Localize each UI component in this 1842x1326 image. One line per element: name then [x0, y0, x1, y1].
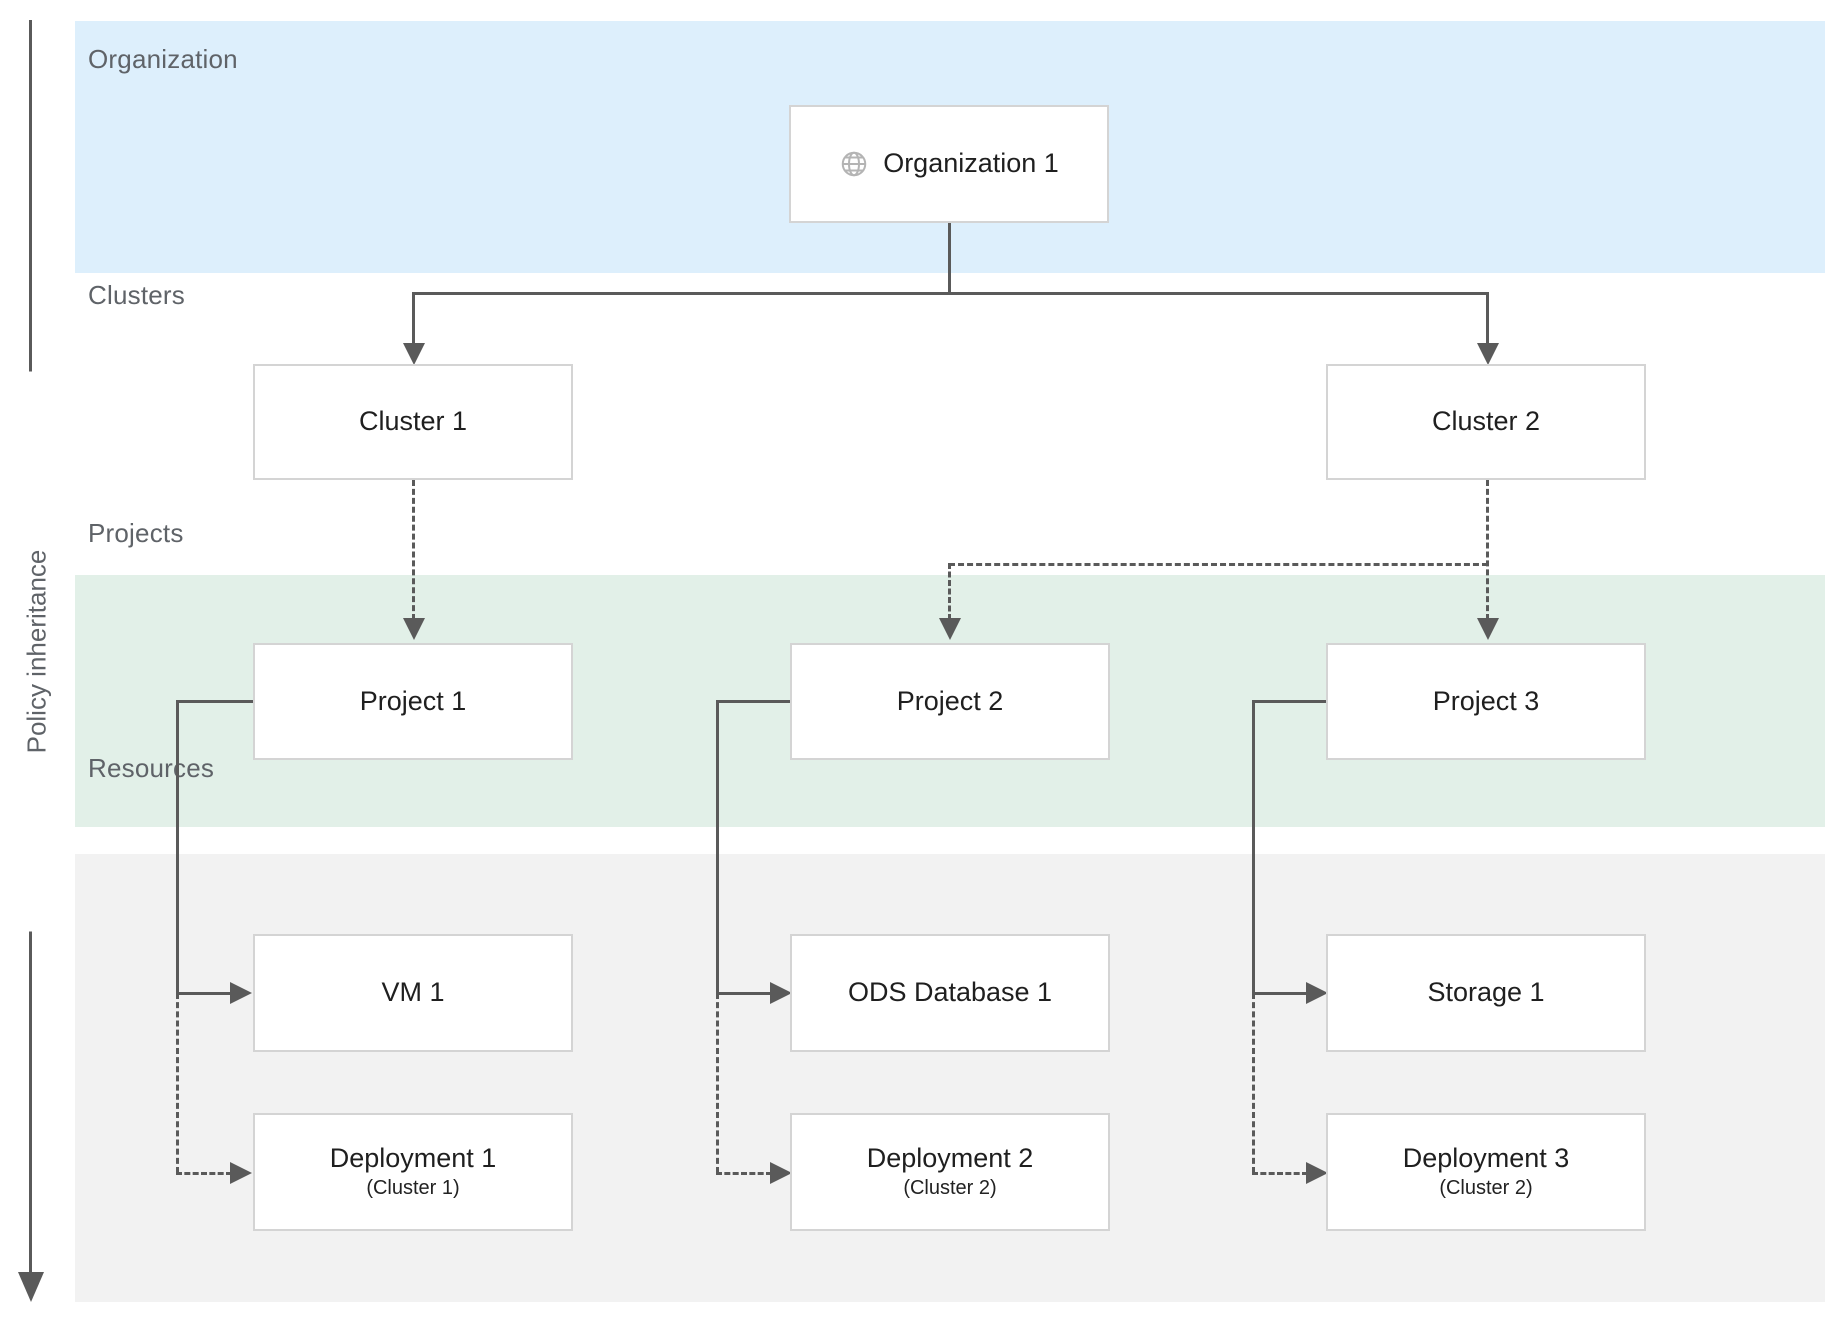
arrowhead-project3-to-deployment3 — [1306, 1162, 1328, 1184]
arrowhead-project2-to-deployment2 — [770, 1162, 792, 1184]
arrowhead-project1-to-deployment1 — [230, 1162, 252, 1184]
node-deployment-1[interactable]: Deployment 1 (Cluster 1) — [253, 1113, 573, 1231]
connector-project3-left-stub — [1252, 700, 1330, 703]
band-label-clusters: Clusters — [88, 280, 185, 310]
dashed-project3-to-deployment3-vertical — [1252, 993, 1255, 1173]
node-cluster-1-label: Cluster 1 — [358, 406, 468, 437]
node-organization-1-label: Organization 1 — [883, 148, 1059, 179]
band-resources — [75, 854, 1825, 1302]
policy-inheritance-arrowhead — [18, 1272, 44, 1302]
dashed-project1-to-deployment1-horizontal — [176, 1172, 232, 1175]
globe-icon — [839, 149, 869, 179]
connector-project2-to-ods — [716, 992, 776, 995]
band-label-organization: Organization — [88, 44, 238, 74]
connector-project2-trunk — [716, 700, 719, 993]
arrowhead-cluster2-to-project2 — [939, 618, 961, 640]
connector-org-down — [948, 223, 951, 294]
dashed-cluster2-to-project3 — [1486, 480, 1489, 620]
node-project-1[interactable]: Project 1 — [253, 643, 573, 760]
connector-project3-to-storage1 — [1252, 992, 1312, 995]
arrowhead-project1-to-vm1 — [230, 982, 252, 1004]
node-deployment-2[interactable]: Deployment 2 (Cluster 2) — [790, 1113, 1110, 1231]
node-project-3[interactable]: Project 3 — [1326, 643, 1646, 760]
connector-project2-left-stub — [716, 700, 794, 703]
node-cluster-1[interactable]: Cluster 1 — [253, 364, 573, 480]
connector-project1-to-vm1 — [176, 992, 236, 995]
node-project-3-label: Project 3 — [1432, 685, 1540, 716]
arrowhead-cluster1-to-project1 — [403, 618, 425, 640]
dashed-cluster2-to-project2-horizontal — [949, 563, 1488, 566]
node-organization-1[interactable]: Organization 1 — [789, 105, 1109, 223]
node-ods-database-1-label: ODS Database 1 — [847, 977, 1053, 1008]
arrowhead-project3-to-storage1 — [1306, 982, 1328, 1004]
connector-project1-trunk — [176, 700, 179, 993]
connector-project3-trunk — [1252, 700, 1255, 993]
node-deployment-2-sublabel: (Cluster 2) — [903, 1177, 997, 1200]
node-storage-1[interactable]: Storage 1 — [1326, 934, 1646, 1052]
dashed-cluster1-to-project1 — [412, 480, 415, 620]
node-ods-database-1[interactable]: ODS Database 1 — [790, 934, 1110, 1052]
node-deployment-2-label: Deployment 2 — [866, 1143, 1034, 1174]
arrowhead-to-cluster1 — [403, 343, 425, 365]
node-project-2-label: Project 2 — [896, 685, 1004, 716]
node-cluster-2-label: Cluster 2 — [1431, 406, 1541, 437]
dashed-project2-to-deployment2-horizontal — [716, 1172, 772, 1175]
connector-org-horizontal — [413, 292, 1488, 295]
connector-to-cluster1 — [412, 292, 415, 348]
node-project-2[interactable]: Project 2 — [790, 643, 1110, 760]
arrowhead-cluster2-to-project3 — [1477, 618, 1499, 640]
band-label-resources: Resources — [88, 753, 215, 783]
arrowhead-project2-to-ods — [770, 982, 792, 1004]
connector-to-cluster2 — [1486, 292, 1489, 348]
node-cluster-2[interactable]: Cluster 2 — [1326, 364, 1646, 480]
policy-inheritance-label: Policy inheritance — [15, 371, 59, 932]
dashed-project3-to-deployment3-horizontal — [1252, 1172, 1308, 1175]
node-deployment-3-label: Deployment 3 — [1402, 1143, 1570, 1174]
node-storage-1-label: Storage 1 — [1427, 977, 1545, 1008]
node-vm-1[interactable]: VM 1 — [253, 934, 573, 1052]
node-project-1-label: Project 1 — [359, 685, 467, 716]
dashed-project2-to-deployment2-vertical — [716, 993, 719, 1173]
dashed-project1-to-deployment1-vertical — [176, 993, 179, 1173]
band-label-projects: Projects — [88, 518, 184, 548]
connector-project1-left-stub — [176, 700, 255, 703]
node-vm-1-label: VM 1 — [381, 977, 445, 1008]
node-deployment-1-label: Deployment 1 — [329, 1143, 497, 1174]
node-deployment-3[interactable]: Deployment 3 (Cluster 2) — [1326, 1113, 1646, 1231]
node-deployment-1-sublabel: (Cluster 1) — [366, 1177, 460, 1200]
node-deployment-3-sublabel: (Cluster 2) — [1439, 1177, 1533, 1200]
arrowhead-to-cluster2 — [1477, 343, 1499, 365]
dashed-cluster2-to-project2-vertical — [948, 563, 951, 620]
